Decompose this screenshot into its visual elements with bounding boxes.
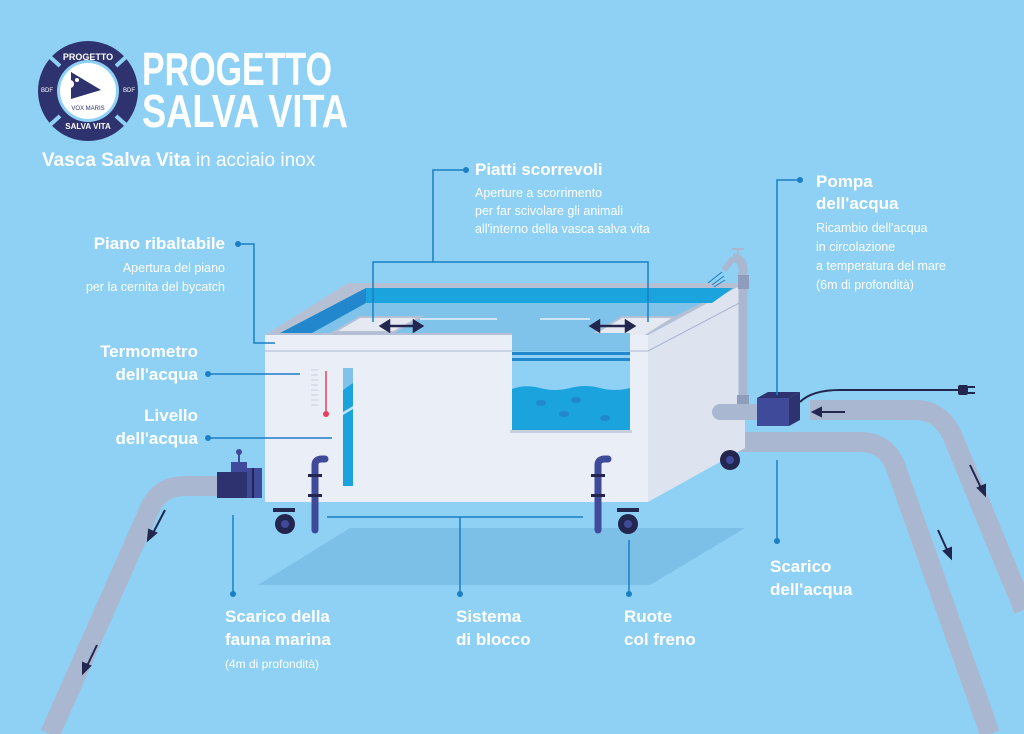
logo: PROGETTO SALVA VITA BDF BDF VOX MARIS xyxy=(38,41,138,141)
label-title: Sistema xyxy=(456,607,522,626)
sliding-plate-left[interactable] xyxy=(330,316,424,333)
label-livello: Livello dell'acqua xyxy=(116,406,199,448)
label-title: dell'acqua xyxy=(816,194,899,213)
label-title: Piano ribaltabile xyxy=(94,234,225,253)
thermometer-icon xyxy=(311,369,329,417)
drain-pipes xyxy=(311,455,612,534)
label-piano-ribaltabile: Piano ribaltabile Apertura del piano per… xyxy=(86,234,225,294)
tank-left-wall xyxy=(280,288,366,333)
slide-arrows-icon xyxy=(378,318,637,334)
label-title: Livello xyxy=(144,406,198,425)
leader-lines xyxy=(205,167,803,597)
pump-icon xyxy=(757,385,975,426)
label-title: Scarico xyxy=(770,557,831,576)
label-desc: (6m di profondità) xyxy=(816,278,914,292)
tank-back-wall xyxy=(366,288,733,303)
label-desc: Aperture a scorrimento xyxy=(475,186,602,200)
label-desc: Ricambio dell'acqua xyxy=(816,221,928,235)
label-title: Piatti scorrevoli xyxy=(475,160,603,179)
label-scarico-acqua: Scarico dell'acqua xyxy=(770,557,853,599)
water-return-pipe xyxy=(707,248,765,420)
discharge-pipes xyxy=(40,400,1024,734)
label-desc: per far scivolare gli animali xyxy=(475,204,623,218)
label-ruote: Ruote col freno xyxy=(624,607,696,649)
title-line-1: PROGETTO xyxy=(142,43,332,95)
window-water xyxy=(512,386,630,430)
label-title: fauna marina xyxy=(225,630,331,649)
label-title: Pompa xyxy=(816,172,873,191)
fish-icons xyxy=(536,397,610,421)
label-title: Termometro xyxy=(100,342,198,361)
label-title: dell'acqua xyxy=(770,580,853,599)
logo-left-text: BDF xyxy=(41,88,53,94)
label-title: dell'acqua xyxy=(116,429,199,448)
label-desc: in circolazione xyxy=(816,240,895,254)
logo-top-text: PROGETTO xyxy=(63,52,113,62)
subtitle: Vasca Salva Vita in acciaio inox xyxy=(42,150,316,171)
label-title: di blocco xyxy=(456,630,531,649)
logo-center-text: VOX MARIS xyxy=(71,106,104,112)
label-scarico-fauna: Scarico della fauna marina (4m di profon… xyxy=(225,607,331,671)
label-piatti-scorrevoli: Piatti scorrevoli Aperture a scorrimento… xyxy=(475,160,650,236)
label-pompa: Pompa dell'acqua Ricambio dell'acqua in … xyxy=(816,172,946,292)
logo-bottom-text: SALVA VITA xyxy=(65,122,111,131)
wheel-icons xyxy=(273,450,740,534)
fauna-discharge-valve xyxy=(217,449,262,498)
subtitle-bold: Vasca Salva Vita xyxy=(42,150,191,171)
subtitle-rest: in acciaio inox xyxy=(191,150,316,171)
label-desc: (4m di profondità) xyxy=(225,657,319,671)
label-sistema-blocco: Sistema di blocco xyxy=(456,607,531,649)
label-title: dell'acqua xyxy=(116,365,199,384)
label-desc: Apertura del piano xyxy=(123,261,225,275)
water-level-gauge xyxy=(343,368,353,486)
label-title: col freno xyxy=(624,630,696,649)
label-termometro: Termometro dell'acqua xyxy=(100,342,198,384)
floor-shadow xyxy=(258,528,745,585)
label-title: Ruote xyxy=(624,607,672,626)
logo-right-text: BDF xyxy=(123,88,135,94)
title-line-2: SALVA VITA xyxy=(142,85,348,137)
label-desc: a temperatura del mare xyxy=(816,259,946,273)
label-desc: per la cernita del bycatch xyxy=(86,280,225,294)
label-title: Scarico della xyxy=(225,607,330,626)
label-desc: all'interno della vasca salva vita xyxy=(475,222,650,236)
